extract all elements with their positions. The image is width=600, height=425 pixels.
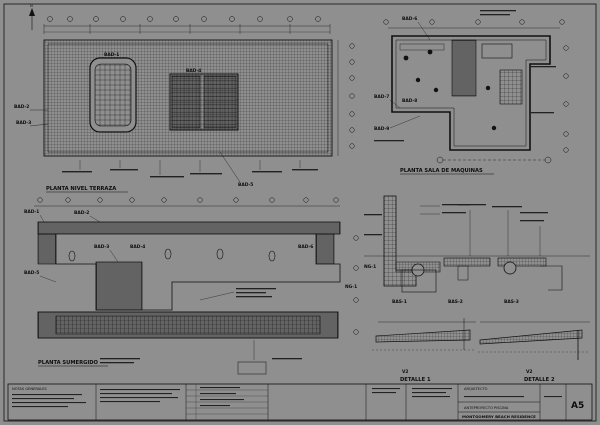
project-label: ANTEPROYECTO PISCINA bbox=[464, 406, 509, 410]
machine-tag-3: BAD-8 bbox=[402, 98, 417, 104]
detail-1-ref: V2 bbox=[402, 369, 408, 375]
detail-1: V2 DETALLE 1 bbox=[372, 318, 476, 383]
terrace-tag-1: BAD-1 bbox=[104, 52, 119, 58]
submerged-tag-7: NG-1 bbox=[345, 284, 357, 290]
north-arrow-icon: N bbox=[29, 4, 35, 30]
submerged-plan-title: PLANTA SUMERGIDO bbox=[38, 360, 99, 366]
submerged-tag-2: BAD-2 bbox=[74, 210, 89, 216]
submerged-tag-1: BAD-1 bbox=[24, 209, 39, 215]
project-name: MONTGOMERY BEACH RESIDENCE bbox=[462, 414, 536, 419]
terrace-plan: BAD-1 BAD-2 BAD-3 BAD-4 BAD-5 N PLANTA N… bbox=[14, 4, 355, 193]
section-tag-3: BAS-3 bbox=[504, 299, 519, 305]
detail-2: V2 DETALLE 2 bbox=[478, 321, 590, 383]
terrace-tag-5: BAD-5 bbox=[238, 182, 253, 188]
terrace-tag-3: BAD-3 bbox=[16, 120, 31, 126]
notes-heading: NOTAS GENERALES bbox=[12, 387, 47, 391]
section-ref-label: NG-1 bbox=[364, 264, 376, 270]
submerged-tag-4: BAD-4 bbox=[130, 244, 145, 250]
sections: BAS-1 BAS-2 BAS-3 NG-1 bbox=[364, 195, 590, 305]
terrace-tag-4: BAD-4 bbox=[186, 68, 201, 74]
detail-2-title: DETALLE 2 bbox=[524, 377, 555, 383]
section-tag-2: BAS-2 bbox=[448, 299, 463, 305]
submerged-tag-6: BAD-6 bbox=[298, 244, 313, 250]
sheet-border bbox=[3, 3, 597, 422]
section-tag-1: BAS-1 bbox=[392, 299, 407, 305]
submerged-tag-3: BAD-3 bbox=[94, 244, 109, 250]
machine-room-plan: BAD-6 BAD-7 BAD-8 BAD-9 PLANTA SALA DE M… bbox=[374, 10, 569, 175]
machine-tag-2: BAD-7 bbox=[374, 94, 389, 100]
machine-room-title: PLANTA SALA DE MAQUINAS bbox=[400, 168, 483, 174]
detail-2-ref: V2 bbox=[526, 369, 532, 375]
sheet-number: A5 bbox=[571, 401, 584, 411]
submerged-plan: BAD-1 BAD-2 BAD-3 BAD-4 BAD-5 BAD-6 NG-1… bbox=[24, 197, 359, 375]
machine-tag-4: BAD-9 bbox=[374, 126, 389, 132]
terrace-plan-title: PLANTA NIVEL TERRAZA bbox=[46, 186, 116, 192]
machine-tag-1: BAD-6 bbox=[402, 16, 417, 22]
submerged-tag-5: BAD-5 bbox=[24, 270, 39, 276]
svg-text:N: N bbox=[30, 4, 33, 8]
title-block: NOTAS GENERALES ARQUITECTO ANTEPROYECTO … bbox=[7, 383, 593, 421]
architect-block: ARQUITECTO bbox=[464, 387, 488, 391]
terrace-tag-2: BAD-2 bbox=[14, 104, 29, 110]
detail-1-title: DETALLE 1 bbox=[400, 377, 431, 383]
